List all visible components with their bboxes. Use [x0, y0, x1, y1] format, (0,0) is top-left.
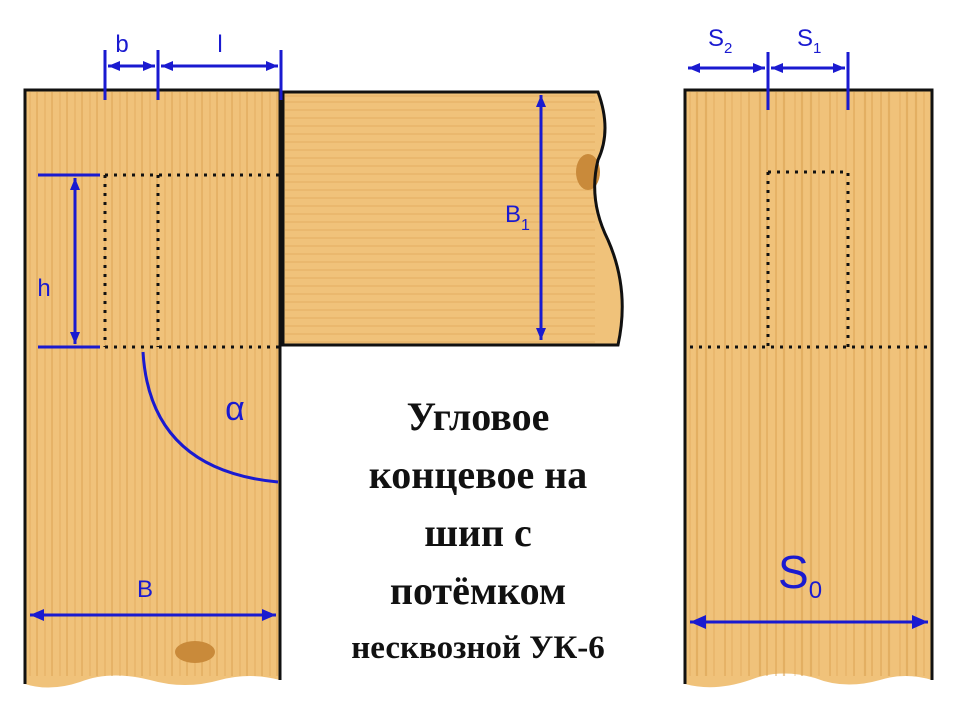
horizontal-board-wood: [283, 92, 623, 345]
title-line-4: потёмком: [389, 568, 567, 613]
knot: [175, 641, 215, 663]
title-line-3: шип с: [424, 510, 532, 555]
label-B1: B1: [505, 201, 530, 234]
hidden-tenon-lines: [103, 170, 930, 349]
title-line-1: Угловое: [406, 394, 550, 439]
label-S0: S0: [778, 546, 822, 604]
label-S0-sub: 0: [809, 577, 822, 604]
title-line-2: концевое на: [368, 452, 588, 497]
label-alpha: α: [225, 390, 245, 428]
label-B1-sub: 1: [521, 217, 530, 234]
label-B1-main: B: [505, 201, 521, 228]
label-S0-main: S: [778, 546, 809, 598]
label-b: b: [115, 31, 128, 58]
label-S2-sub: 2: [724, 40, 732, 57]
label-B: B: [137, 576, 153, 603]
joint-title: Угловое концевое на шип с потёмком нескв…: [300, 388, 656, 676]
right-board-wood: [685, 90, 932, 688]
label-h: h: [37, 275, 50, 302]
title-line-5: несквозной УК-6: [351, 630, 605, 666]
label-S1: S1: [797, 25, 821, 57]
label-S1-main: S: [797, 25, 813, 52]
label-S2-main: S: [708, 25, 724, 52]
label-l: l: [217, 31, 222, 58]
label-S1-sub: 1: [813, 40, 821, 57]
label-S2: S2: [708, 25, 732, 57]
